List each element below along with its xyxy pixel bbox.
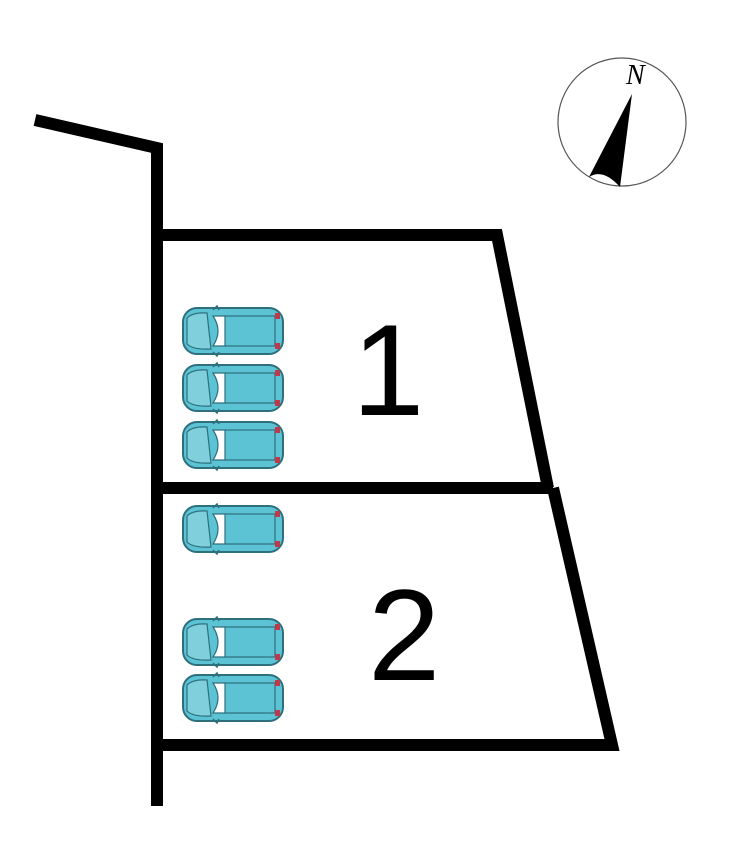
car-icon <box>182 503 284 555</box>
car-icon <box>182 305 284 357</box>
lot-2-label: 2 <box>368 562 440 708</box>
parking-cars <box>182 305 284 724</box>
compass: N <box>557 57 687 187</box>
car-icon <box>182 616 284 668</box>
car-icon <box>182 362 284 414</box>
lot-1-label: 1 <box>352 297 424 443</box>
north-arrow-icon <box>589 94 632 187</box>
north-label: N <box>625 60 646 91</box>
lot-1-outline <box>157 229 554 490</box>
car-icon <box>182 672 284 724</box>
road-boundary <box>33 114 163 806</box>
lot-2-outline <box>157 486 620 751</box>
lot-boundaries <box>157 229 620 751</box>
car-icon <box>182 419 284 471</box>
